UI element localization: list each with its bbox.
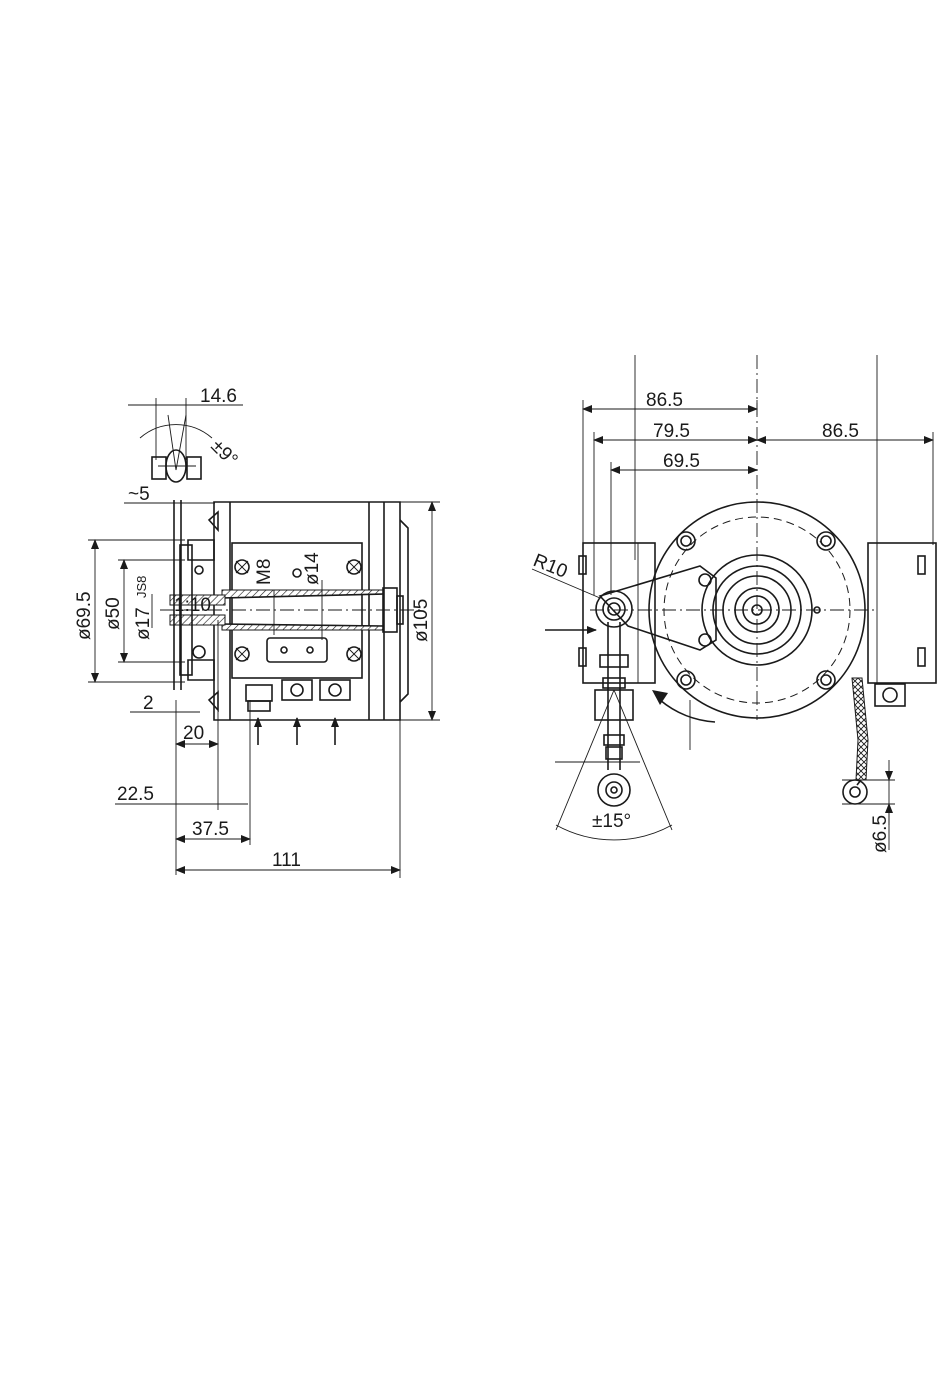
connectors bbox=[246, 680, 350, 745]
dim-111: 111 bbox=[272, 850, 301, 871]
linkage-rod bbox=[545, 622, 672, 840]
dim-m8: M8 bbox=[254, 559, 275, 585]
housing bbox=[214, 502, 408, 720]
dim-69-5: 69.5 bbox=[663, 451, 700, 472]
screw-icon bbox=[677, 532, 695, 550]
dimension-lines-front bbox=[532, 400, 933, 850]
dim-d50: ø50 bbox=[103, 597, 124, 630]
dim-approx-5: ~5 bbox=[128, 484, 150, 505]
screw-icon bbox=[677, 671, 695, 689]
screw-icon bbox=[235, 560, 249, 574]
dim-14-6: 14.6 bbox=[200, 386, 237, 407]
screw-icon bbox=[817, 671, 835, 689]
screw-icon bbox=[347, 560, 361, 574]
dim-22-5: 22.5 bbox=[117, 784, 154, 805]
dim-js8: JS8 bbox=[134, 576, 149, 598]
dim-20: 20 bbox=[183, 723, 204, 744]
ground-cable bbox=[843, 678, 905, 804]
dim-86-5-left: 86.5 bbox=[646, 390, 683, 411]
dim-2: 2 bbox=[143, 693, 154, 714]
dim-angle-15: ±15° bbox=[592, 811, 631, 832]
rotation-arrow bbox=[660, 700, 715, 722]
torque-arm bbox=[140, 415, 212, 690]
torque-arm-front bbox=[596, 566, 716, 650]
dim-d69-5: ø69.5 bbox=[74, 591, 95, 640]
dim-r10: R10 bbox=[530, 550, 570, 583]
dim-d14: ø14 bbox=[302, 552, 323, 585]
rotation-arrowhead bbox=[652, 690, 668, 705]
dim-d17: ø17 bbox=[133, 607, 154, 640]
dim-taper: 1:10 bbox=[174, 595, 211, 616]
front-view: 86.5 79.5 69.5 86.5 R10 ±15° ø6.5 bbox=[530, 355, 936, 853]
dim-angle-9: ±9° bbox=[206, 436, 241, 471]
dim-d6-5: ø6.5 bbox=[870, 815, 891, 853]
dim-37-5: 37.5 bbox=[192, 819, 229, 840]
dim-79-5: 79.5 bbox=[653, 421, 690, 442]
screw-icon bbox=[347, 647, 361, 661]
dim-d105: ø105 bbox=[411, 599, 432, 642]
housing-front bbox=[579, 355, 936, 720]
side-view: 14.6 ±9° ~5 ø69.5 ø50 ø17 JS8 1:10 M8 ø1… bbox=[74, 386, 440, 878]
dim-86-5-right: 86.5 bbox=[822, 421, 859, 442]
screw-icon bbox=[235, 647, 249, 661]
